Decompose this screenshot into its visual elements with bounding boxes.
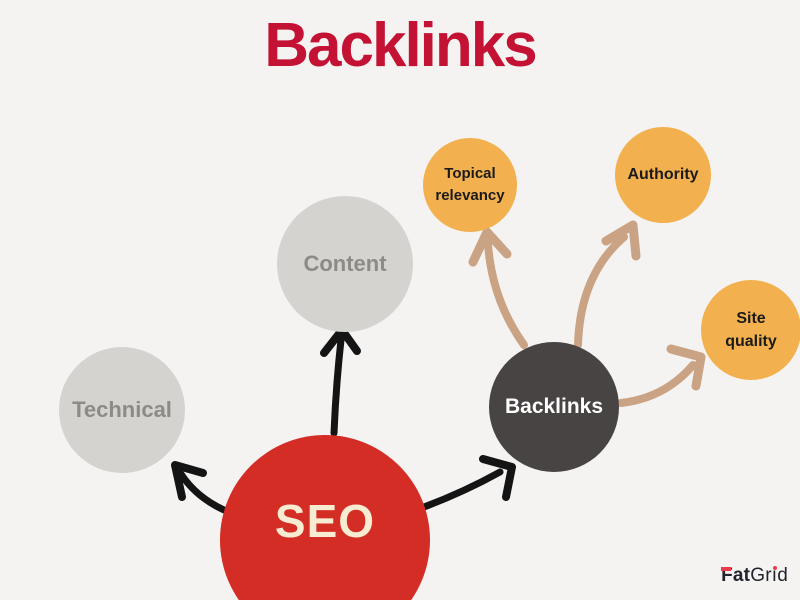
arrowhead-seo-to-technical — [171, 461, 207, 501]
arrow-seo-to-backlinks — [420, 468, 504, 511]
arrow-backlinks-to-site-quality — [617, 361, 697, 407]
node-seo: SEO — [220, 435, 430, 600]
fatgrid-logo: Fat Gr ı d — [721, 565, 788, 587]
node-topical-relevancy-label-line2: relevancy — [435, 187, 505, 204]
arrow-backlinks-to-topical — [484, 240, 528, 349]
node-technical: Technical — [59, 347, 185, 473]
node-authority-label: Authority — [627, 166, 699, 183]
node-site-quality-label-line1: Site — [736, 309, 766, 327]
node-backlinks-label: Backlinks — [504, 395, 604, 418]
node-seo-label: SEO — [274, 495, 376, 547]
arrowhead-backlinks-to-topical — [468, 227, 512, 267]
node-site-quality: Site quality — [701, 280, 800, 380]
node-authority: Authority — [615, 127, 711, 223]
logo-f-red-bar — [721, 567, 732, 571]
backlinks-arrow-group — [468, 220, 706, 407]
node-content-label: Content — [303, 251, 387, 276]
arrow-seo-to-technical — [177, 470, 228, 514]
logo-grid-i: ı — [772, 565, 777, 587]
logo-grid-i-stem: ı — [771, 565, 778, 586]
arrow-backlinks-to-authority — [574, 233, 628, 349]
logo-grid-d: d — [777, 565, 788, 586]
node-content: Content — [277, 196, 413, 332]
arrowhead-backlinks-to-authority — [601, 220, 641, 261]
logo-fat-part: Fat — [721, 565, 750, 587]
node-backlinks: Backlinks — [489, 342, 619, 472]
arrowhead-seo-to-backlinks — [479, 455, 516, 501]
logo-grid-gr: Gr — [750, 565, 772, 586]
node-topical-relevancy: Topical relevancy — [423, 138, 517, 232]
page-title: Backlinks — [264, 11, 538, 80]
node-technical-label: Technical — [72, 397, 172, 422]
node-topical-relevancy-label-line1: Topical — [444, 165, 496, 183]
arrow-seo-to-content — [330, 336, 345, 437]
node-site-quality-label-line2: quality — [725, 333, 777, 350]
logo-i-red-dot — [772, 566, 777, 570]
arrowhead-backlinks-to-site-quality — [666, 344, 706, 391]
